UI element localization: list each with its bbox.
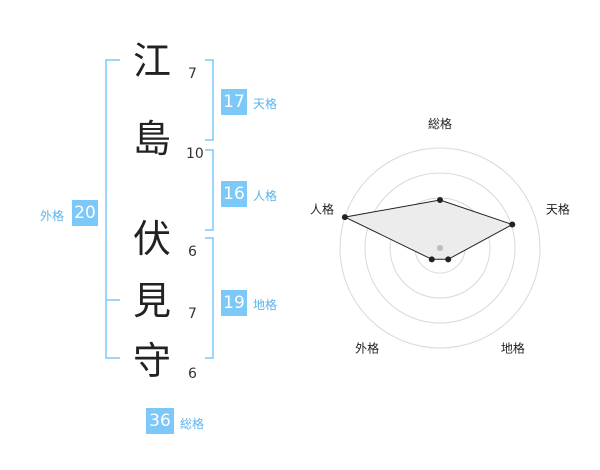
radar-center-dot <box>437 245 443 251</box>
name-char-2: 島 <box>132 117 171 161</box>
chikaku-bracket <box>205 237 214 359</box>
stroke-count-4: 7 <box>188 306 197 322</box>
outer-bracket <box>105 59 120 359</box>
stroke-count-3: 6 <box>188 244 197 260</box>
jinkaku-label: 人格 <box>253 189 278 203</box>
radar-axis-label-4: 外格 <box>355 340 379 355</box>
gaikaku-label: 外格 <box>40 209 65 223</box>
radar-grid-ring-2 <box>364 172 516 324</box>
chikaku-label: 地格 <box>253 298 278 312</box>
tenkaku-label: 天格 <box>253 97 278 111</box>
stroke-count-1: 7 <box>188 66 197 82</box>
gaikaku-value-badge: 20 <box>72 200 98 226</box>
jinkaku-value-badge: 16 <box>221 181 247 207</box>
chikaku-value-badge: 19 <box>221 290 247 316</box>
radar-axis-label-2: 天格 <box>546 202 570 217</box>
radar-grid-ring-1 <box>339 147 541 349</box>
radar-point-4 <box>428 256 435 263</box>
name-char-1: 江 <box>132 39 171 83</box>
radar-point-2 <box>509 221 516 228</box>
radar-data-polygon <box>343 199 514 260</box>
stroke-count-5: 6 <box>188 366 197 382</box>
radar-point-3 <box>445 256 452 263</box>
radar-point-1 <box>437 197 443 203</box>
soukaku-value-badge: 36 <box>146 408 174 434</box>
radar-axis-label-5: 人格 <box>310 202 334 217</box>
tenkaku-bracket <box>205 59 214 141</box>
soukaku-label: 総格 <box>180 417 205 431</box>
jinkaku-bracket <box>205 149 214 231</box>
radar-axis-label-3: 地格 <box>501 340 525 355</box>
radar-axis-label-1: 総格 <box>428 116 452 131</box>
name-char-5: 守 <box>132 339 171 383</box>
stroke-count-2: 10 <box>186 146 204 162</box>
tenkaku-value-badge: 17 <box>221 89 247 115</box>
radar-point-5 <box>341 214 348 221</box>
name-char-3: 伏 <box>132 217 171 261</box>
name-char-4: 見 <box>132 279 171 323</box>
